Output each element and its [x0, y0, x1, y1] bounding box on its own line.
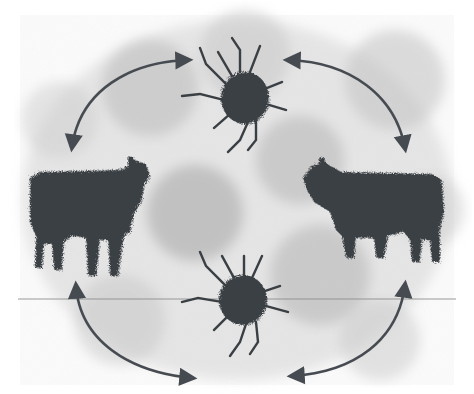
cattle-tick-cycle-diagram — [0, 0, 474, 394]
